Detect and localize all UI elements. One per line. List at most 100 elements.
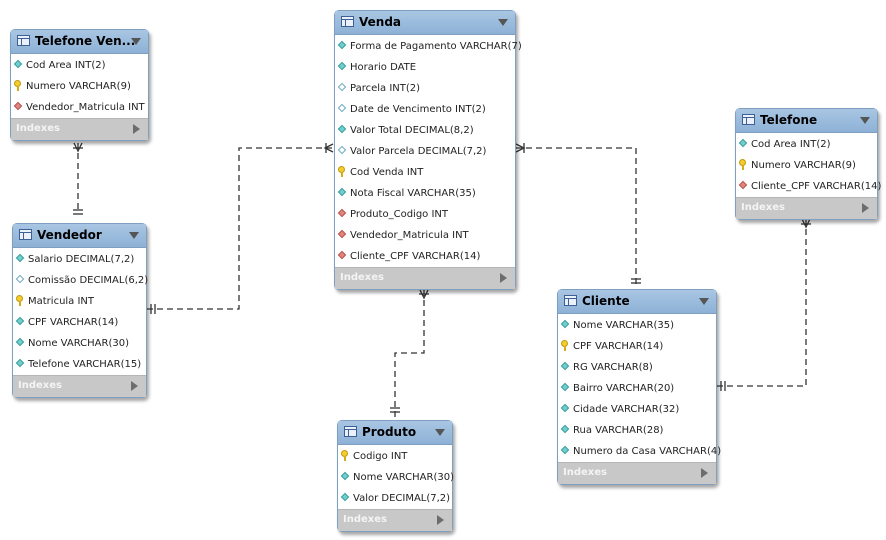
table-cliente[interactable]: Cliente Nome VARCHAR(35) CPF VARCHAR(14)… <box>557 289 721 485</box>
column-row[interactable]: RG VARCHAR(8) <box>558 357 716 378</box>
table-header[interactable]: Telefone Ven... <box>11 30 148 54</box>
column-row[interactable]: Valor Parcela DECIMAL(7,2) <box>335 141 515 162</box>
indexes-bar[interactable]: Indexes <box>558 462 716 484</box>
chevron-right-icon[interactable] <box>133 124 140 134</box>
chevron-right-icon[interactable] <box>131 381 138 391</box>
column-row[interactable]: Comissão DECIMAL(6,2) <box>13 270 148 291</box>
chevron-right-icon[interactable] <box>701 468 708 478</box>
column-row[interactable]: Vendedor_Matricula INT <box>11 97 148 118</box>
column-row[interactable]: Numero VARCHAR(9) <box>11 76 148 97</box>
table-title: Telefone Ven... <box>35 34 136 48</box>
chevron-down-icon[interactable] <box>860 117 870 124</box>
column-row[interactable]: Horario DATE <box>335 57 515 78</box>
column-row[interactable]: Matricula INT <box>13 291 146 312</box>
table-telefone[interactable]: Telefone Cod Area INT(2) Numero VARCHAR(… <box>735 108 881 220</box>
foreign-key-icon <box>738 180 748 190</box>
rel-produto-venda <box>390 289 429 417</box>
column-row[interactable]: Cod Venda INT <box>335 162 515 183</box>
table-icon <box>742 114 755 125</box>
column-icon <box>738 138 748 148</box>
indexes-bar[interactable]: Indexes <box>11 118 148 140</box>
column-label: Forma de Pagamento VARCHAR(7) <box>350 41 522 52</box>
column-row[interactable]: Cod Area INT(2) <box>736 134 877 155</box>
column-row[interactable]: Cliente_CPF VARCHAR(14) <box>736 176 881 197</box>
column-row[interactable]: Bairro VARCHAR(20) <box>558 378 716 399</box>
column-label: Cod Area INT(2) <box>751 139 831 150</box>
chevron-down-icon[interactable] <box>699 298 709 305</box>
chevron-down-icon[interactable] <box>129 232 139 239</box>
table-venda[interactable]: Venda Forma de Pagamento VARCHAR(7) Hora… <box>334 10 522 290</box>
column-row[interactable]: Valor Total DECIMAL(8,2) <box>335 120 515 141</box>
column-label: Nota Fiscal VARCHAR(35) <box>350 188 476 199</box>
column-row[interactable]: Numero VARCHAR(9) <box>736 155 877 176</box>
column-label: Produto_Codigo INT <box>350 209 448 220</box>
column-row[interactable]: Valor DECIMAL(7,2) <box>338 488 452 509</box>
table-icon <box>19 229 32 240</box>
column-row[interactable]: Rua VARCHAR(28) <box>558 420 716 441</box>
chevron-right-icon[interactable] <box>500 273 507 283</box>
table-icon <box>564 295 577 306</box>
indexes-bar[interactable]: Indexes <box>335 267 515 289</box>
column-row[interactable]: Nome VARCHAR(30) <box>338 467 454 488</box>
column-row[interactable]: Telefone VARCHAR(15) <box>13 354 146 375</box>
column-list: Cod Area INT(2) Numero VARCHAR(9) Vended… <box>11 54 148 118</box>
column-row[interactable]: CPF VARCHAR(14) <box>13 312 146 333</box>
column-row[interactable]: Cliente_CPF VARCHAR(14) <box>335 246 515 267</box>
indexes-bar[interactable]: Indexes <box>13 375 146 397</box>
column-label: Nome VARCHAR(30) <box>28 338 129 349</box>
column-row[interactable]: CPF VARCHAR(14) <box>558 336 716 357</box>
nullable-column-icon <box>337 82 347 92</box>
nullable-column-icon <box>337 103 347 113</box>
column-row[interactable]: Cidade VARCHAR(32) <box>558 399 716 420</box>
column-row[interactable]: Salario DECIMAL(7,2) <box>13 249 146 270</box>
column-label: Numero VARCHAR(9) <box>751 160 856 171</box>
table-produto[interactable]: Produto Codigo INT Nome VARCHAR(30) Valo… <box>337 420 454 532</box>
column-row[interactable]: Nota Fiscal VARCHAR(35) <box>335 183 515 204</box>
chevron-down-icon[interactable] <box>131 38 141 45</box>
column-label: Date de Vencimento INT(2) <box>350 104 486 115</box>
indexes-label: Indexes <box>741 202 785 213</box>
rel-cliente-telefone <box>717 218 811 391</box>
primary-key-icon <box>16 295 23 306</box>
column-row[interactable]: Forma de Pagamento VARCHAR(7) <box>335 36 522 57</box>
chevron-down-icon[interactable] <box>498 19 508 26</box>
column-row[interactable]: Vendedor_Matricula INT <box>335 225 515 246</box>
column-list: Codigo INT Nome VARCHAR(30) Valor DECIMA… <box>338 445 454 509</box>
table-header[interactable]: Cliente <box>558 290 716 314</box>
table-header[interactable]: Produto <box>338 421 452 445</box>
column-label: Nome VARCHAR(30) <box>353 472 454 483</box>
indexes-bar[interactable]: Indexes <box>338 509 452 531</box>
indexes-bar[interactable]: Indexes <box>736 197 877 219</box>
table-header[interactable]: Telefone <box>736 109 877 133</box>
column-row[interactable]: Produto_Codigo INT <box>335 204 515 225</box>
column-row[interactable]: Date de Vencimento INT(2) <box>335 99 515 120</box>
table-header[interactable]: Venda <box>335 11 515 35</box>
column-row[interactable]: Nome VARCHAR(30) <box>13 333 146 354</box>
column-label: Salario DECIMAL(7,2) <box>28 254 135 265</box>
table-telefone-vendedor[interactable]: Telefone Ven... Cod Area INT(2) Numero V… <box>10 29 149 141</box>
column-label: Cod Venda INT <box>350 167 424 178</box>
column-row[interactable]: Nome VARCHAR(35) <box>558 315 716 336</box>
table-vendedor[interactable]: Vendedor Salario DECIMAL(7,2) Comissão D… <box>12 223 148 398</box>
column-icon <box>15 358 25 368</box>
column-label: Valor DECIMAL(7,2) <box>353 493 451 504</box>
column-label: Valor Parcela DECIMAL(7,2) <box>350 146 487 157</box>
column-row[interactable]: Codigo INT <box>338 446 452 467</box>
column-icon <box>337 124 347 134</box>
nullable-column-icon <box>337 145 347 155</box>
chevron-down-icon[interactable] <box>435 429 445 436</box>
column-label: Numero da Casa VARCHAR(4) <box>573 446 722 457</box>
column-label: Cod Area INT(2) <box>26 60 106 71</box>
table-title: Telefone <box>760 113 818 127</box>
column-row[interactable]: Parcela INT(2) <box>335 78 515 99</box>
column-list: Salario DECIMAL(7,2) Comissão DECIMAL(6,… <box>13 248 148 375</box>
nullable-column-icon <box>15 274 25 284</box>
column-icon <box>337 187 347 197</box>
column-row[interactable]: Numero da Casa VARCHAR(4) <box>558 441 721 462</box>
chevron-right-icon[interactable] <box>437 515 444 525</box>
chevron-right-icon[interactable] <box>862 203 869 213</box>
column-label: Horario DATE <box>350 62 417 73</box>
column-row[interactable]: Cod Area INT(2) <box>11 55 148 76</box>
table-header[interactable]: Vendedor <box>13 224 146 248</box>
